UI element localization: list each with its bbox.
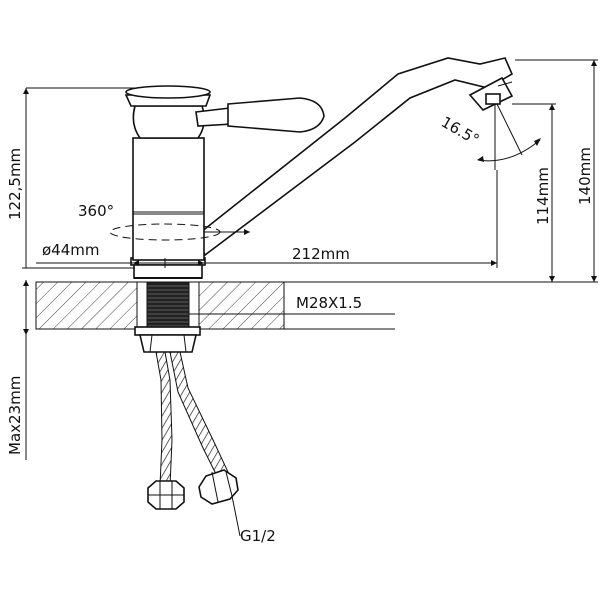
- faucet-spout: [195, 57, 514, 257]
- dimension-lines: [22, 59, 598, 537]
- spout-height-label: 114mm: [534, 167, 552, 225]
- thread-label: M28X1.5: [296, 294, 362, 312]
- height-main-label: 122,5mm: [6, 148, 24, 220]
- angle-label: 16.5°: [438, 113, 482, 149]
- lever-handle: [124, 85, 325, 139]
- max-thickness-label: Max23mm: [6, 376, 24, 455]
- hose-thread-label: G1/2: [240, 527, 276, 545]
- diameter-label: ø44mm: [42, 241, 100, 259]
- spout-angle-indicator: [477, 103, 541, 170]
- mounting-shank: [134, 281, 201, 353]
- countertop: [35, 281, 395, 330]
- rotation-indicator: [109, 223, 250, 241]
- spout-reach-label: 212mm: [292, 245, 350, 263]
- supply-hoses: [147, 351, 239, 510]
- total-height-label: 140mm: [576, 147, 594, 205]
- faucet-base: [130, 257, 206, 279]
- faucet-body: [132, 137, 205, 261]
- rotation-label: 360°: [78, 202, 114, 220]
